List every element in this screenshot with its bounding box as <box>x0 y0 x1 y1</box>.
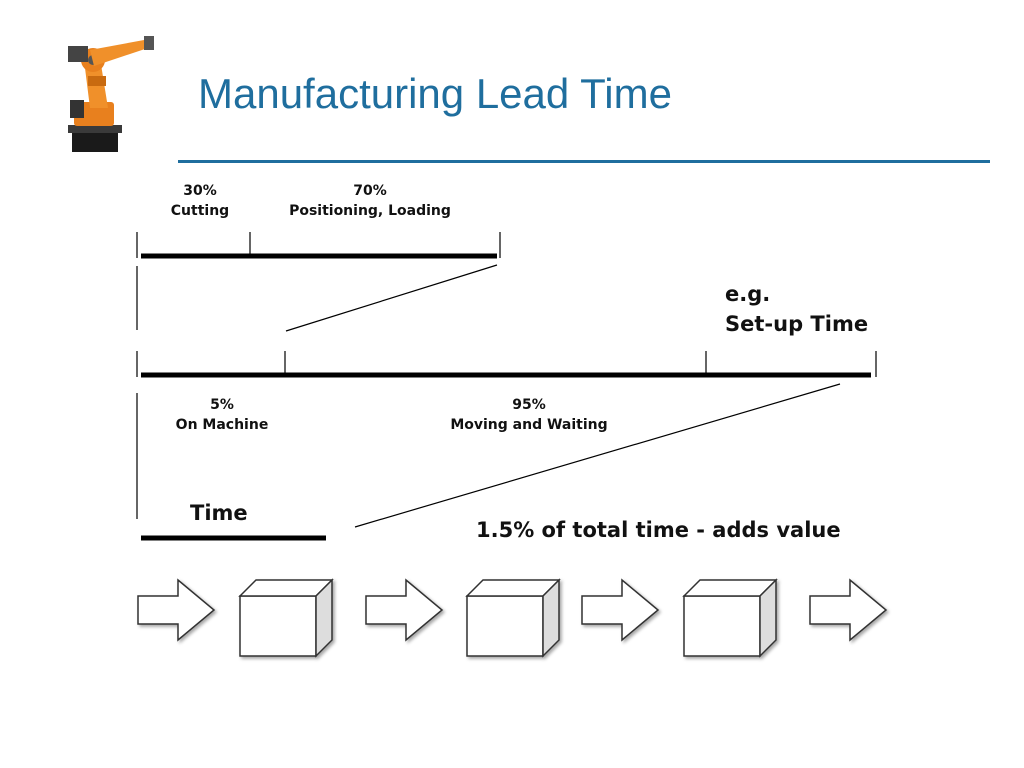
setup-time-example: e.g. Set-up Time <box>725 279 868 339</box>
positioning-percent: 70% <box>353 183 387 199</box>
flow-arrow-icon <box>809 579 887 641</box>
flow-arrow-icon <box>581 579 659 641</box>
flow-arrow-icon <box>137 579 215 641</box>
flow-arrow-icon <box>365 579 443 641</box>
title-underline <box>178 160 990 163</box>
example-prefix: e.g. <box>725 282 771 306</box>
page-title: Manufacturing Lead Time <box>198 70 672 117</box>
setup-time-label: Set-up Time <box>725 312 869 336</box>
process-flow <box>137 579 887 657</box>
moving-segment-label: 95% Moving and Waiting <box>429 395 629 435</box>
time-label: Time <box>190 501 248 525</box>
zoom-line-top-right <box>285 264 498 332</box>
cutting-label: Cutting <box>170 203 230 219</box>
cutting-segment-label: 30% Cutting <box>150 181 250 221</box>
positioning-label: Positioning, Loading <box>289 203 451 219</box>
workstation-box-icon <box>466 579 560 657</box>
top-time-bar <box>136 232 501 259</box>
cutting-percent: 30% <box>183 183 217 199</box>
workstation-box-icon <box>683 579 777 657</box>
industrial-robot-icon <box>68 36 154 152</box>
positioning-segment-label: 70% Positioning, Loading <box>270 181 470 221</box>
on-machine-label: On Machine <box>175 417 269 433</box>
on-machine-segment-label: 5% On Machine <box>152 395 292 435</box>
on-machine-percent: 5% <box>210 397 234 413</box>
middle-time-bar <box>136 351 877 378</box>
workstation-box-icon <box>239 579 333 657</box>
value-added-note: 1.5% of total time - adds value <box>476 518 841 542</box>
zoom-line-middle-right <box>354 383 841 528</box>
moving-percent: 95% <box>512 397 546 413</box>
moving-label: Moving and Waiting <box>450 417 608 433</box>
